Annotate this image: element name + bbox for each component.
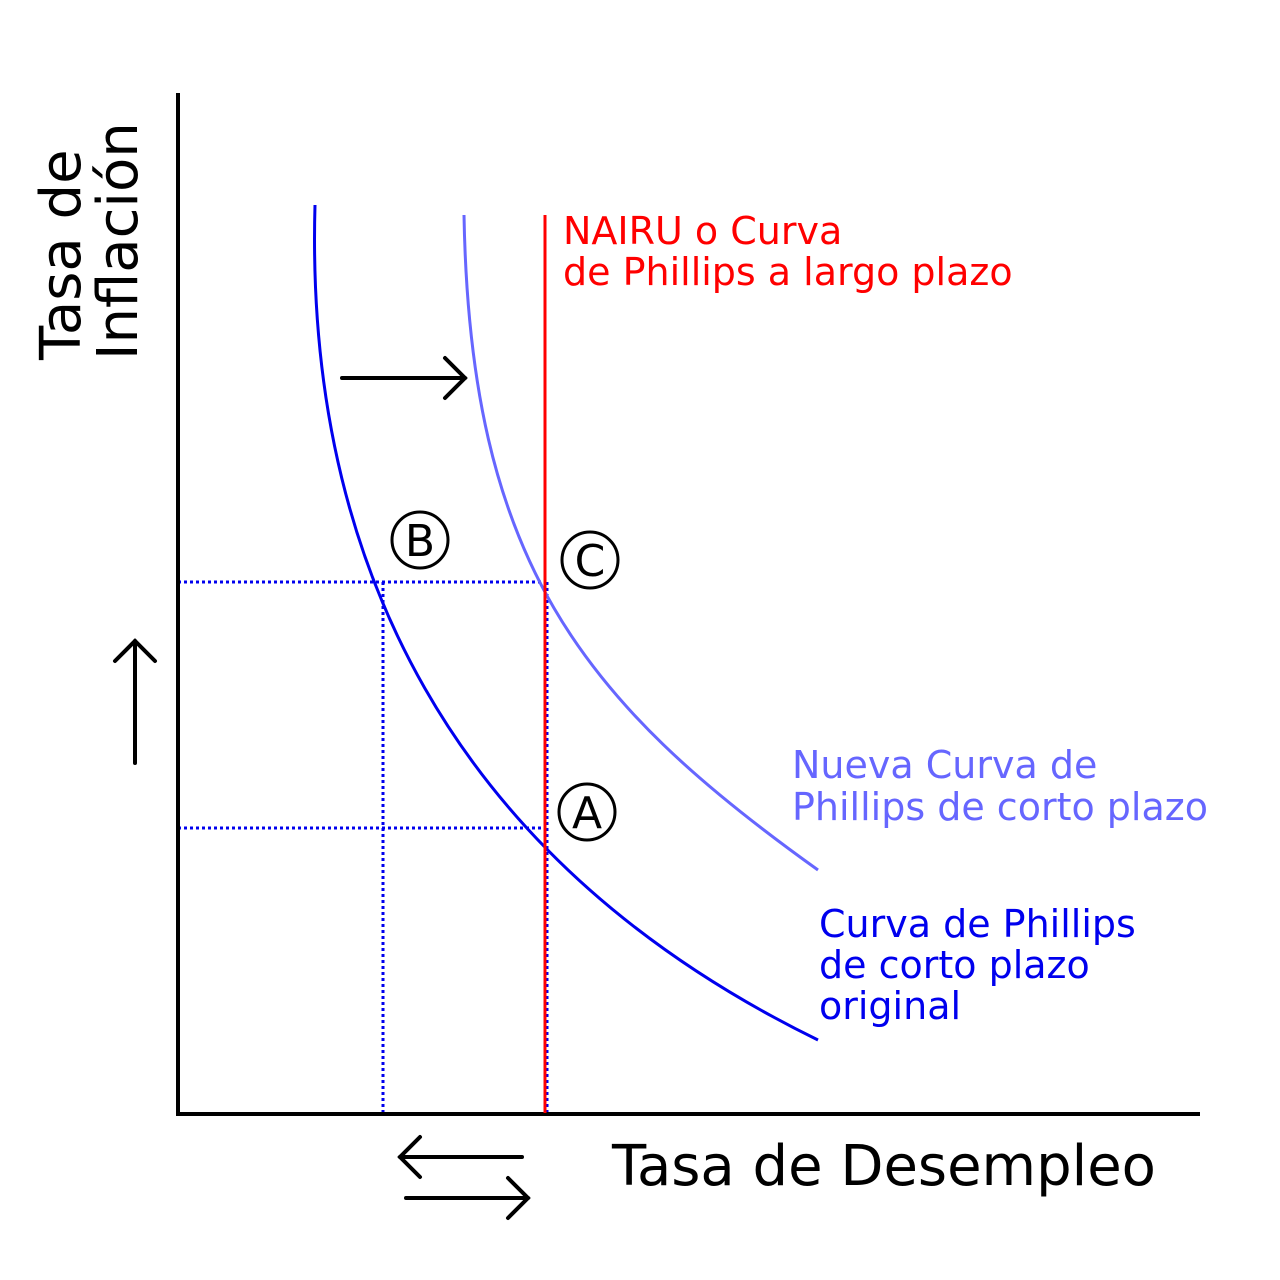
new-short-run-curve	[462, 214, 819, 872]
y-axis-title-line1: Tasa de	[29, 149, 94, 361]
point-c-circle	[560, 530, 620, 590]
x-axis-title: Tasa de Desempleo	[611, 1134, 1156, 1199]
point-b-label: B	[405, 516, 435, 567]
point-c-label: C	[575, 536, 606, 587]
right-arrow-icon	[340, 356, 468, 400]
new-curve-label-line1: Nueva Curva de	[792, 743, 1097, 787]
original-curve-label: Curva de Phillips de corto plazo origina…	[819, 902, 1136, 1028]
y-axis-title: Tasa de Inflación	[29, 122, 151, 361]
point-b-circle	[390, 510, 450, 570]
nairu-label-line2: de Phillips a largo plazo	[563, 250, 1013, 294]
axes	[176, 93, 1200, 1116]
original-curve-label-line2: de corto plazo	[819, 943, 1090, 987]
point-b: B	[390, 510, 450, 570]
y-axis-title-line2: Inflación	[86, 122, 151, 360]
up-arrow-icon	[113, 638, 157, 765]
point-a-circle	[557, 782, 617, 842]
guide-lines	[178, 580, 549, 1113]
original-curve-label-line1: Curva de Phillips	[819, 902, 1136, 946]
new-curve-label: Nueva Curva de Phillips de corto plazo	[792, 743, 1208, 829]
point-a: A	[557, 782, 617, 842]
new-curve-label-line2: Phillips de corto plazo	[792, 785, 1208, 829]
point-c: C	[560, 530, 620, 590]
right-arrow-icon	[404, 1176, 531, 1220]
nairu-label: NAIRU o Curva de Phillips a largo plazo	[563, 209, 1013, 294]
point-a-label: A	[572, 788, 602, 839]
nairu-label-line1: NAIRU o Curva	[563, 209, 842, 253]
left-arrow-icon	[397, 1135, 524, 1179]
original-short-run-curve	[313, 204, 819, 1042]
original-curve-label-line3: original	[819, 984, 961, 1028]
